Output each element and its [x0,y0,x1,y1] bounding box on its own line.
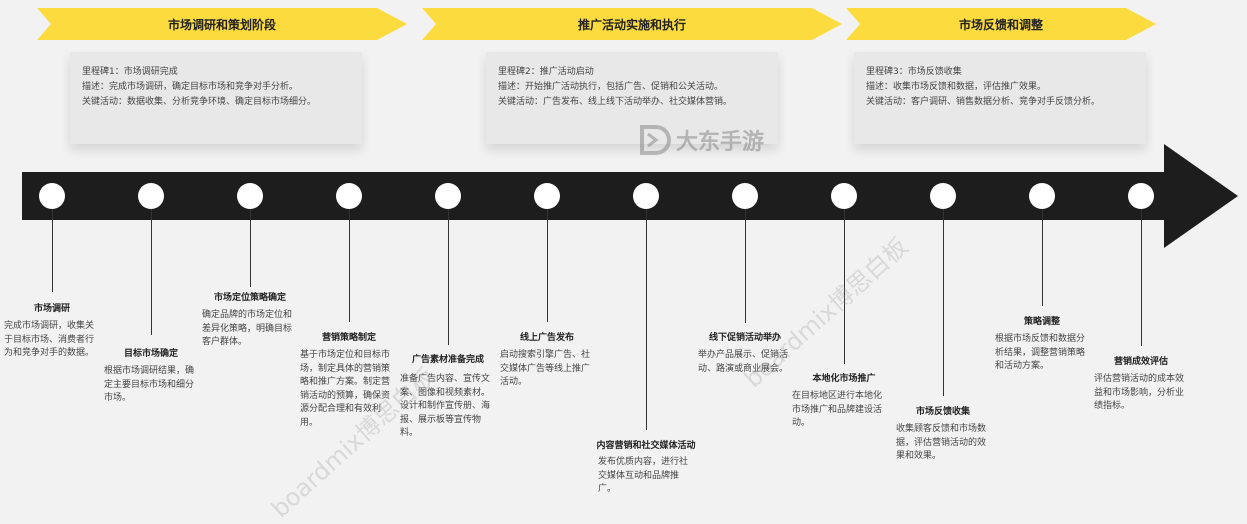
milestone-card-2: 里程碑2：推广活动启动 描述：开始推广活动执行，包括广告、促销和公关活动。 关键… [486,52,778,144]
event-desc: 评估营销活动的成本效益和市场影响，分析业绩指标。 [1094,374,1185,411]
event-desc: 根据市场调研结果，确定主要目标市场和细分市场。 [104,366,195,403]
event-title: 线下促销活动举办 [708,333,782,343]
timeline-node [237,183,263,209]
event-title: 本地化市场推广 [812,374,876,384]
event-desc: 确定品牌的市场定位和差异化策略，明确目标客户群体。 [202,310,293,347]
event-title: 市场定位策略确定 [213,293,287,303]
event-desc: 在目标地区进行本地化市场推广和品牌建设活动。 [792,391,883,428]
event-title: 市场调研 [33,304,71,314]
phase-label: 市场反馈和调整 [958,17,1043,32]
milestone-card-1: 里程碑1：市场调研完成 描述：完成市场调研，确定目标市场和竞争对手分析。 关键活… [70,52,362,144]
timeline-node [39,183,65,209]
timeline-stem [943,209,944,396]
event-title: 线上广告发布 [519,333,575,343]
timeline-arrow-head [1164,144,1238,248]
milestone-card-3: 里程碑3：市场反馈收集 描述：收集市场反馈和数据，评估推广效果。 关键活动：客户… [854,52,1146,144]
timeline-stem [646,209,647,430]
timeline-stem [844,209,845,364]
milestone-title: 里程碑3：市场反馈收集 [866,67,962,77]
event-title: 广告素材准备完成 [411,355,485,365]
event-title: 营销成效评估 [1113,357,1169,367]
timeline-stem [745,209,746,323]
event-title: 目标市场确定 [123,349,179,359]
phase-banner-research: 市场调研和策划阶段 [37,8,407,40]
timeline-stem [151,209,152,335]
event-desc: 发布优质内容，进行社交媒体互动和品牌推广。 [598,457,689,494]
watermark-logo-text: 大东手游 [676,130,765,155]
milestone-title: 里程碑2：推广活动启动 [498,67,594,77]
milestone-activities: 关键活动：数据收集、分析竞争环境、确定目标市场细分。 [82,97,317,107]
timeline-stem [448,209,449,345]
event-desc: 启动搜索引擎广告、社交媒体广告等线上推广活动。 [500,350,591,387]
phase-banner-execution: 推广活动实施和执行 [422,8,842,40]
event-desc: 举办产品展示、促销活动、路演或商业展会。 [698,350,789,374]
phase-label: 推广活动实施和执行 [577,17,686,32]
event-desc: 收集顾客反馈和市场数据，评估营销活动的效果和效果。 [896,424,987,461]
brand-logo-icon [640,125,671,155]
event-desc: 基于市场定位和目标市场，制定具体的营销策略和推广方案。制定营销活动的预算，确保资… [300,350,391,428]
milestone-desc: 描述：收集市场反馈和数据，评估推广效果。 [866,82,1047,92]
timeline-arrow-body [22,172,1167,220]
timeline-node [534,183,560,209]
timeline-stem [547,209,548,322]
timeline-stem [250,209,251,287]
timeline-node [138,183,164,209]
event-desc: 根据市场反馈和数据分析结果，调整营销策略和活动方案。 [995,334,1086,371]
phase-label: 市场调研和策划阶段 [167,17,276,32]
event-title: 市场反馈收集 [915,407,971,417]
timeline-node [435,183,461,209]
watermark-diagonal-text: boardmix博思白板 [739,232,914,394]
phase-banner-feedback: 市场反馈和调整 [846,8,1156,40]
event-title: 内容营销和社交媒体活动 [596,441,696,451]
milestone-title: 里程碑1：市场调研完成 [82,67,178,77]
timeline-node [633,183,659,209]
timeline-stem [349,209,350,322]
milestone-activities: 关键活动：客户调研、销售数据分析、竞争对手反馈分析。 [866,97,1101,107]
event-title: 策略调整 [1023,317,1061,327]
event-desc: 完成市场调研，收集关于目标市场、消费者行为和竞争对手的数据。 [4,321,95,358]
timeline-node [930,183,956,209]
timeline-node [1029,183,1055,209]
timeline-stem [1042,209,1043,306]
timeline-node [336,183,362,209]
timeline-node [831,183,857,209]
timeline-node [1128,183,1154,209]
watermark-logo: 大东手游 [640,124,764,156]
event-desc: 准备广告内容、宣传文案、图像和视频素材。设计和制作宣传册、海报、展示板等宣传物料… [400,374,491,438]
milestone-desc: 描述：完成市场调研，确定目标市场和竞争对手分析。 [82,82,299,92]
milestone-activities: 关键活动：广告发布、线上线下活动举办、社交媒体营销。 [498,97,733,107]
timeline-stem [1141,209,1142,346]
event-title: 营销策略制定 [321,333,377,343]
timeline-stem [52,209,53,292]
timeline-node [732,183,758,209]
milestone-desc: 描述：开始推广活动执行，包括广告、促销和公关活动。 [498,82,724,92]
